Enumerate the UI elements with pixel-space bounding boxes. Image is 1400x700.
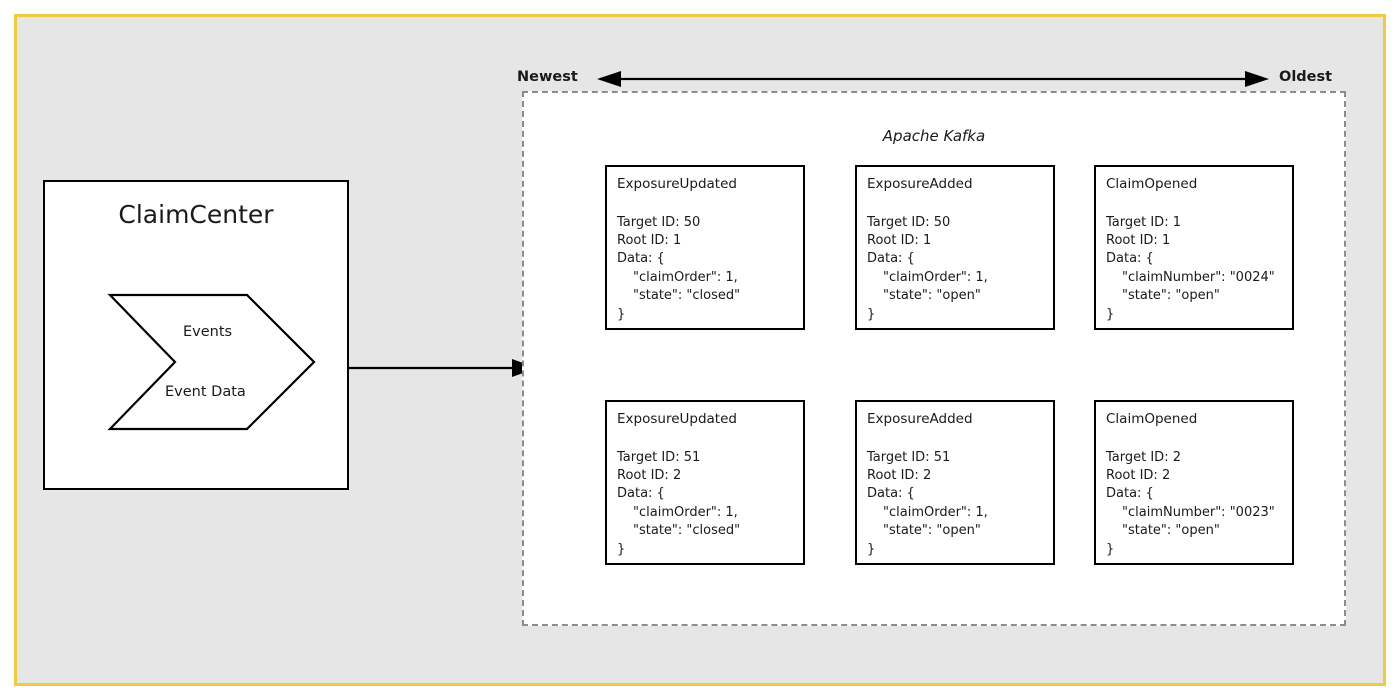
event-card-title: ClaimOpened <box>1106 176 1198 192</box>
event-data-open: Data: { <box>617 486 665 502</box>
event-card[interactable]: ExposureUpdated Target ID: 50 Root ID: 1… <box>605 165 805 330</box>
event-target-id: Target ID: 1 <box>1106 214 1181 230</box>
event-data-close: } <box>617 541 626 557</box>
chevron-icon <box>107 293 316 431</box>
event-data-field: "claimNumber": "0024" <box>1122 269 1275 285</box>
event-root-id: Root ID: 1 <box>617 233 682 248</box>
claimcenter-system-box[interactable]: ClaimCenter Events Event Data <box>43 180 349 490</box>
event-data-field: "claimOrder": 1, <box>883 269 988 285</box>
event-card[interactable]: ClaimOpened Target ID: 1 Root ID: 1 Data… <box>1094 165 1294 330</box>
event-card-title: ExposureUpdated <box>617 176 737 192</box>
event-data-field: "claimOrder": 1, <box>883 504 988 520</box>
event-data-open: Data: { <box>1106 486 1154 502</box>
ordering-axis: Newest Oldest <box>517 61 1332 97</box>
event-card[interactable]: ExposureAdded Target ID: 50 Root ID: 1 D… <box>855 165 1055 330</box>
apache-kafka-container: Apache Kafka ExposureUpdated Target ID: … <box>522 91 1346 626</box>
event-data-open: Data: { <box>617 251 665 267</box>
event-card-title: ClaimOpened <box>1106 411 1198 427</box>
event-data-field: "claimOrder": 1, <box>633 504 738 520</box>
chevron-label-events: Events <box>183 324 233 340</box>
event-data-field: "state": "closed" <box>633 288 741 304</box>
event-root-id: Root ID: 1 <box>1106 233 1171 248</box>
event-card[interactable]: ExposureUpdated Target ID: 51 Root ID: 2… <box>605 400 805 565</box>
event-root-id: Root ID: 2 <box>617 468 682 483</box>
event-data-field: "state": "open" <box>1122 523 1220 539</box>
event-card[interactable]: ExposureAdded Target ID: 51 Root ID: 2 D… <box>855 400 1055 565</box>
event-card-title: ExposureAdded <box>867 411 973 427</box>
axis-label-newest: Newest <box>517 69 578 85</box>
event-data-field: "claimOrder": 1, <box>633 269 738 285</box>
event-data-close: } <box>1106 306 1115 322</box>
event-data-field: "state": "open" <box>1122 288 1220 304</box>
event-root-id: Root ID: 1 <box>867 233 932 248</box>
event-data-close: } <box>617 306 626 322</box>
apache-kafka-title: Apache Kafka <box>882 127 986 145</box>
axis-label-oldest: Oldest <box>1279 69 1333 85</box>
event-data-open: Data: { <box>867 251 915 267</box>
event-target-id: Target ID: 50 <box>617 214 701 230</box>
flow-arrow-to-kafka <box>347 357 537 379</box>
event-data-open: Data: { <box>1106 251 1154 267</box>
event-data-close: } <box>867 541 876 557</box>
events-chevron-shape: Events Event Data <box>107 292 317 432</box>
event-data-field: "state": "open" <box>883 288 981 304</box>
event-data-field: "state": "closed" <box>633 523 741 539</box>
event-data-close: } <box>867 306 876 322</box>
event-data-close: } <box>1106 541 1115 557</box>
event-card-title: ExposureUpdated <box>617 411 737 427</box>
event-data-field: "state": "open" <box>883 523 981 539</box>
event-data-open: Data: { <box>867 486 915 502</box>
event-target-id: Target ID: 51 <box>867 449 951 465</box>
event-card-title: ExposureAdded <box>867 176 973 192</box>
chevron-label-event-data: Event Data <box>165 384 246 400</box>
event-target-id: Target ID: 50 <box>867 214 951 230</box>
double-headed-arrow-icon <box>597 69 1269 89</box>
claimcenter-title: ClaimCenter <box>118 200 274 229</box>
event-data-field: "claimNumber": "0023" <box>1122 504 1275 520</box>
arrow-right-icon <box>347 359 537 377</box>
event-target-id: Target ID: 51 <box>617 449 701 465</box>
event-card[interactable]: ClaimOpened Target ID: 2 Root ID: 2 Data… <box>1094 400 1294 565</box>
diagram-canvas: ClaimCenter Events Event Data Newest Old… <box>14 14 1386 686</box>
event-root-id: Root ID: 2 <box>1106 468 1171 483</box>
event-target-id: Target ID: 2 <box>1106 449 1181 465</box>
event-root-id: Root ID: 2 <box>867 468 932 483</box>
